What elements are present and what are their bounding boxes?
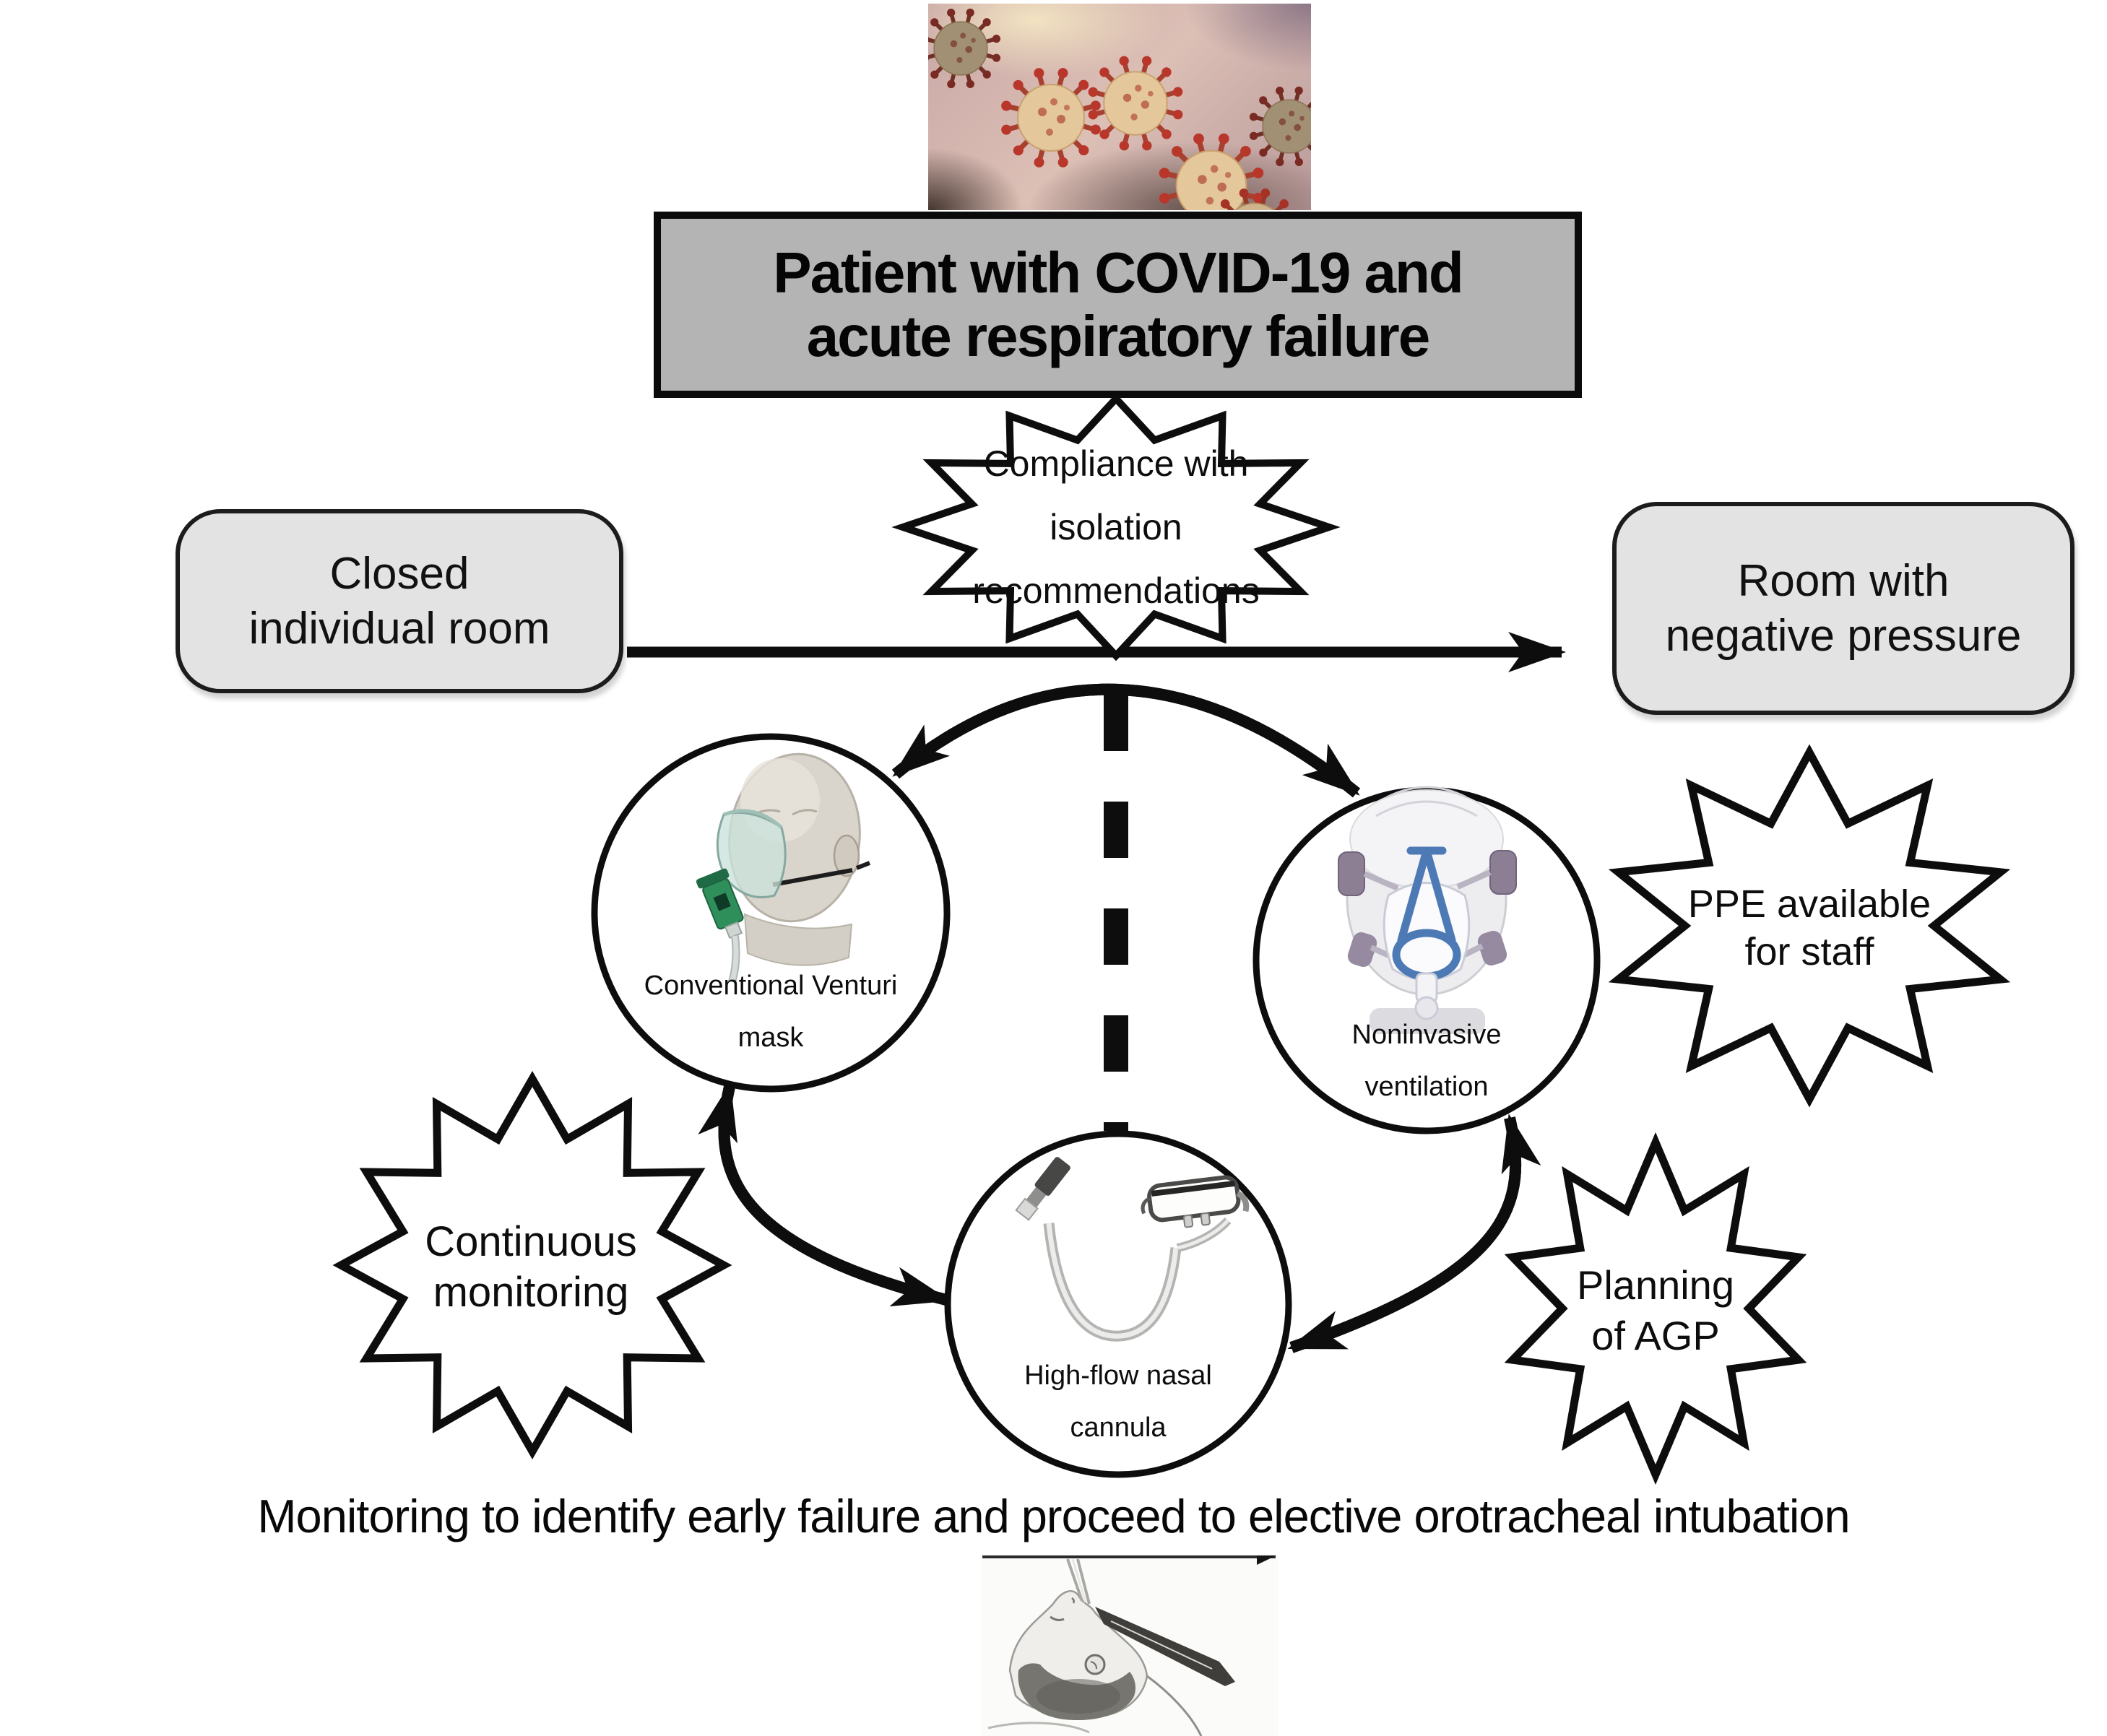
- hfnc-line1: High-flow nasal: [1024, 1360, 1212, 1391]
- venturi-line1: Conventional Venturi: [644, 970, 898, 1001]
- compliance-line1: Compliance with: [983, 443, 1249, 484]
- negative-room-line2: negative pressure: [1665, 610, 2022, 661]
- closed-room-line2: individual room: [248, 603, 550, 654]
- coronavirus-particles: [928, 4, 1311, 210]
- title-line2: acute respiratory failure: [806, 304, 1430, 368]
- compliance-line2: isolation: [1050, 507, 1182, 547]
- negative-pressure-room-box: Room with negative pressure: [1612, 502, 2074, 715]
- hfnc-circle-label: High-flow nasal cannula: [952, 1349, 1284, 1454]
- ppe-star-label: PPE available for staff: [1629, 877, 1990, 978]
- escalation-arrows: [698, 683, 1541, 1353]
- monitoring-star-label: Continuous monitoring: [350, 1215, 711, 1319]
- noninvasive-ventilation-circle: [1252, 786, 1601, 1134]
- venturi-circle-label: Conventional Venturi mask: [605, 959, 937, 1064]
- top-curve-arrow-right: [891, 683, 1361, 798]
- compliance-star-label: Compliance with isolation recommendation…: [899, 408, 1333, 646]
- niv-line2: ventilation: [1364, 1071, 1489, 1102]
- monitoring-starburst: [332, 1070, 732, 1460]
- venturi-mask-photo: [696, 752, 871, 984]
- monitoring-line1: Continuous: [425, 1218, 637, 1265]
- left-cycle-arrow-up: [698, 1082, 948, 1306]
- ppe-line1: PPE available: [1687, 882, 1931, 926]
- negative-room-line1: Room with: [1737, 555, 1950, 606]
- venturi-line2: mask: [737, 1022, 804, 1053]
- left-cycle-arrow-down: [718, 1085, 951, 1307]
- hfnc-line2: cannula: [1070, 1412, 1167, 1443]
- hfnc-photo: [1015, 1157, 1250, 1342]
- closed-individual-room-box: Closed individual room: [176, 509, 623, 693]
- bottom-caption: Monitoring to identify early failure and…: [257, 1490, 1850, 1542]
- right-cycle-arrow-up: [1289, 1114, 1541, 1353]
- ppe-starburst: [1608, 744, 2011, 1108]
- monitoring-line2: monitoring: [433, 1268, 629, 1316]
- agp-line2: of AGP: [1591, 1313, 1720, 1358]
- venturi-mask-circle: [591, 733, 951, 1093]
- closed-room-line1: Closed: [329, 548, 470, 599]
- niv-circle-label: Noninvasive ventilation: [1260, 1008, 1593, 1113]
- intubation-drawing: [982, 1555, 1276, 1736]
- title-box: Patient with COVID-19 and acute respirat…: [654, 212, 1582, 398]
- coronavirus-image: [928, 4, 1311, 210]
- title-line1: Patient with COVID-19 and: [773, 240, 1464, 305]
- hfnc-circle: [944, 1130, 1292, 1478]
- niv-mask-photo: [1338, 786, 1517, 1034]
- ppe-line2: for staff: [1744, 930, 1874, 973]
- agp-line1: Planning: [1577, 1262, 1734, 1308]
- niv-line1: Noninvasive: [1351, 1019, 1502, 1050]
- compliance-starburst: [891, 393, 1341, 661]
- top-curve-arrow-left: [891, 683, 1361, 798]
- compliance-line3: recommendations: [972, 570, 1260, 611]
- intubation-sketch: [981, 1555, 1279, 1736]
- agp-star-label: Planning of AGP: [1489, 1260, 1822, 1361]
- agp-starburst: [1504, 1132, 1807, 1485]
- right-cycle-arrow-down: [1287, 1116, 1522, 1353]
